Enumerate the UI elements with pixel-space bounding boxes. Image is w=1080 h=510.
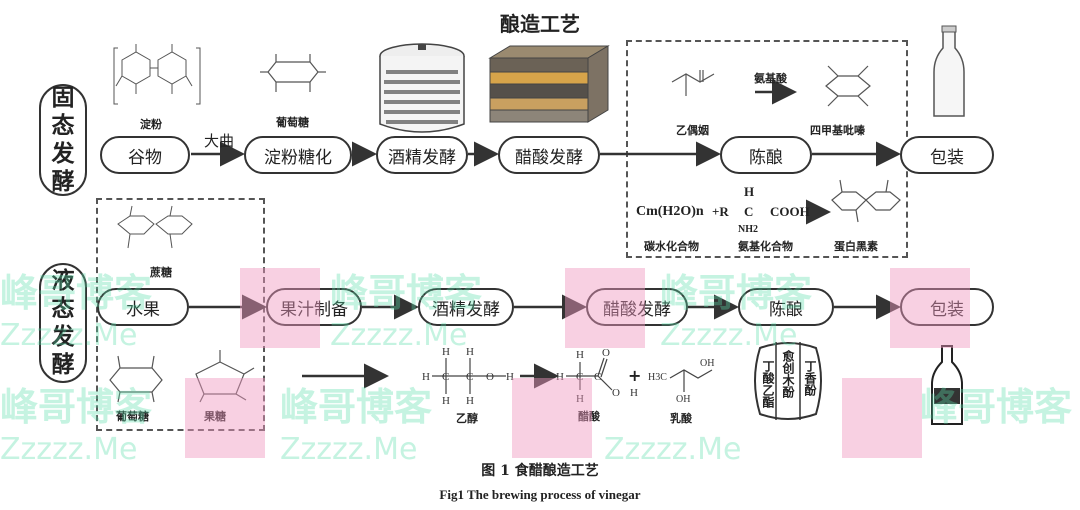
- svg-text:C: C: [466, 371, 473, 383]
- svg-text:C: C: [442, 371, 449, 383]
- starch-label: 淀粉: [140, 118, 162, 131]
- svg-text:H: H: [442, 346, 450, 358]
- svg-text:O: O: [612, 387, 620, 399]
- watermark-block: [890, 268, 970, 348]
- acetoin-structure-icon: [671, 70, 715, 96]
- svg-text:H: H: [422, 371, 430, 383]
- barrel-word-guaiacol: 愈创木酚: [781, 350, 795, 398]
- solid-step-acetic-fermentation: 醋酸发酵: [498, 136, 600, 174]
- svg-text:H: H: [442, 395, 450, 407]
- formula-plus-r: +R: [712, 204, 729, 219]
- formula-cooh: COOH: [770, 204, 810, 219]
- svg-text:H: H: [506, 371, 514, 383]
- liquid-step-packaging: 包装: [900, 288, 994, 326]
- svg-text:C: C: [594, 371, 601, 383]
- ethanol-label: 乙醇: [456, 412, 478, 425]
- barrel-icon: [754, 342, 822, 420]
- svg-text:H: H: [576, 393, 584, 405]
- amino-acid-label: 氨基酸: [754, 72, 787, 85]
- svg-text:H3C: H3C: [648, 372, 667, 383]
- svg-text:H: H: [576, 349, 584, 361]
- formula-c: C: [744, 204, 754, 219]
- glucose-bottom-structure-icon: [109, 355, 163, 403]
- svg-text:O: O: [486, 371, 494, 383]
- solid-fermentation-label: 固态发酵: [39, 84, 87, 196]
- watermark-block: [240, 268, 320, 348]
- solid-step-grain: 谷物: [100, 136, 190, 174]
- acetic-acid-structure-icon: [566, 357, 613, 391]
- fermentation-tank-icon: [379, 43, 465, 133]
- tetramethylpyrazine-structure-icon: [825, 65, 871, 107]
- bottle-icon-liquid: [931, 345, 963, 425]
- plus-sign: +: [628, 366, 642, 385]
- solid-step-saccharification: 淀粉糖化: [244, 136, 352, 174]
- acetic-fermentation-bed-icon: [488, 45, 610, 123]
- bottle-icon-solid: [933, 25, 965, 117]
- svg-text:O: O: [602, 347, 610, 359]
- svg-text:OH: OH: [700, 358, 714, 369]
- acetic-acid-label: 醋酸: [578, 410, 600, 423]
- svg-text:OH: OH: [676, 394, 690, 405]
- carbohydrate-formula: Cm(H2O)n: [636, 204, 704, 219]
- melanoidin-label: 蛋白黑素: [834, 240, 878, 253]
- daqu-arrow-label: 大曲: [204, 132, 235, 150]
- svg-text:H: H: [630, 387, 638, 399]
- lactic-acid-structure-icon: [669, 369, 713, 392]
- watermark-block: [565, 268, 645, 348]
- liquid-step-acetic-fermentation: 醋酸发酵: [586, 288, 688, 326]
- glucose-bottom-label: 葡萄糖: [116, 410, 149, 423]
- liquid-step-alcohol-fermentation: 酒精发酵: [418, 288, 514, 326]
- ethanol-structure-icon: [432, 358, 506, 394]
- acetoin-label: 乙偶姻: [676, 124, 709, 137]
- carbohydrate-label: 碳水化合物: [644, 240, 699, 253]
- starch-structure-icon: [113, 44, 201, 105]
- svg-text:C: C: [576, 371, 583, 383]
- barrel-word-eugenol: 丁香酚: [803, 360, 817, 396]
- liquid-step-fruit: 水果: [97, 288, 189, 326]
- liquid-row-arrows: [189, 79, 901, 389]
- fructose-label: 果糖: [204, 410, 226, 423]
- sucrose-structure-icon: [117, 205, 193, 249]
- liquid-step-juice-prep: 果汁制备: [266, 288, 362, 326]
- liquid-step-aging: 陈酿: [738, 288, 834, 326]
- figure-caption-en: Fig1 The brewing process of vinegar: [439, 487, 641, 502]
- solid-step-aging: 陈酿: [720, 136, 812, 174]
- lactic-acid-label: 乳酸: [670, 412, 692, 425]
- sucrose-label: 蔗糖: [150, 266, 172, 279]
- amino-compound-label: 氨基化合物: [738, 240, 793, 253]
- svg-text:H: H: [466, 346, 474, 358]
- watermark-block: [512, 378, 592, 458]
- watermark-block: [842, 378, 922, 458]
- diagram-title: 酿造工艺: [500, 12, 580, 36]
- barrel-word-ethyl-butyrate: 丁酸乙酯: [761, 360, 775, 408]
- formula-h: H: [744, 184, 755, 199]
- melanoidin-structure-icon: [831, 179, 901, 223]
- liquid-fermentation-label: 液态发酵: [39, 263, 87, 383]
- solid-step-alcohol-fermentation: 酒精发酵: [376, 136, 468, 174]
- figure-caption-cn: 图 1 食醋酿造工艺: [481, 463, 599, 479]
- glucose-label: 葡萄糖: [276, 116, 309, 129]
- fructose-structure-icon: [195, 350, 255, 403]
- glucose-structure-icon: [260, 54, 326, 92]
- solid-step-packaging: 包装: [900, 136, 994, 174]
- svg-text:H: H: [466, 395, 474, 407]
- watermark-block: [185, 378, 265, 458]
- svg-text:H: H: [556, 371, 564, 383]
- formula-nh2: NH2: [738, 224, 758, 235]
- tetramethylpyrazine-label: 四甲基吡嗪: [810, 124, 865, 137]
